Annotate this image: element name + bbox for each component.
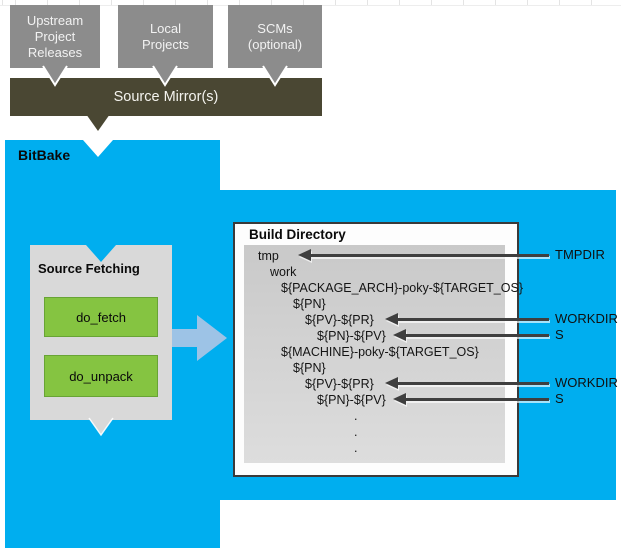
- pointer-label: WORKDIR: [555, 375, 618, 390]
- pointer-arrow-icon: [385, 312, 549, 326]
- tree-row: ${PN}-${PV}: [317, 329, 386, 343]
- pointer-label: TMPDIR: [555, 247, 605, 262]
- build-directory-box: Build Directory tmp work ${PACKAGE_ARCH}-p…: [233, 222, 523, 477]
- do-unpack-label: do_unpack: [69, 368, 133, 384]
- box-label-line: Releases: [27, 44, 83, 60]
- tree-row: .: [354, 425, 358, 439]
- arrowhead-icon: [393, 392, 406, 405]
- right-arrow-icon: [172, 315, 227, 361]
- fetch-tail-icon: [88, 417, 114, 437]
- do-fetch-task: do_fetch: [44, 297, 158, 337]
- pointer-label: WORKDIR: [555, 311, 618, 326]
- tree-row: ${PN}: [293, 297, 326, 311]
- tree-row: work: [270, 265, 297, 279]
- arrow-shaft: [397, 317, 549, 321]
- arrowhead-icon: [385, 376, 398, 389]
- tree-row: ${PN}: [293, 361, 326, 375]
- tree-row: ${PACKAGE_ARCH}-poky-${TARGET_OS}: [281, 281, 523, 295]
- source-fetching-box: Source Fetching do_fetch do_unpack: [30, 245, 172, 420]
- arrow-shaft: [310, 253, 549, 257]
- directory-tree-panel: tmp work ${PACKAGE_ARCH}-poky-${TARGET_OS}…: [244, 245, 523, 463]
- build-directory-title: Build Directory: [249, 227, 346, 242]
- pointer-label: S: [555, 391, 564, 406]
- pointer-arrow-icon: [393, 392, 549, 406]
- box-label-line: Upstream: [26, 12, 84, 28]
- arrowhead-icon: [385, 312, 398, 325]
- box-label-line: (optional): [247, 36, 303, 52]
- box-label-line: Project: [34, 28, 76, 44]
- arrow-shaft: [405, 397, 549, 401]
- box-label-line: Projects: [142, 36, 189, 52]
- pointer-arrow-icon: [393, 328, 549, 342]
- arrow-shaft: [405, 333, 549, 337]
- arrow-shaft: [397, 381, 549, 385]
- source-mirrors-label: Source Mirror(s): [113, 89, 219, 105]
- tree-row: ${PN}-${PV}: [317, 393, 386, 407]
- tree-row: tmp: [258, 249, 279, 263]
- directory-tree: tmp work ${PACKAGE_ARCH}-poky-${TARGET_OS}…: [244, 248, 523, 456]
- box-label-line: Local: [149, 20, 182, 36]
- tree-row: ${PV}-${PR}: [305, 377, 374, 391]
- pointer-label: S: [555, 327, 564, 342]
- pointer-arrow-icon: [298, 248, 549, 262]
- bitbake-label: BitBake: [18, 147, 71, 163]
- box-label-line: SCMs: [257, 20, 293, 36]
- tree-row: .: [354, 409, 358, 423]
- source-fetching-title: Source Fetching: [38, 261, 140, 276]
- tree-row: .: [354, 441, 358, 455]
- do-unpack-task: do_unpack: [44, 355, 158, 397]
- tree-row: ${MACHINE}-poky-${TARGET_OS}: [281, 345, 479, 359]
- tree-row: ${PV}-${PR}: [305, 313, 374, 327]
- box-tail-icon: [262, 65, 288, 87]
- arrowhead-icon: [393, 328, 406, 341]
- do-fetch-label: do_fetch: [76, 309, 126, 325]
- pointer-arrow-icon: [385, 376, 549, 390]
- arrowhead-icon: [298, 248, 311, 261]
- box-tail-icon: [152, 65, 178, 87]
- box-tail-icon: [42, 65, 68, 87]
- mirror-tail-icon: [86, 114, 110, 131]
- scms-optional-box: SCMs(optional): [228, 5, 322, 68]
